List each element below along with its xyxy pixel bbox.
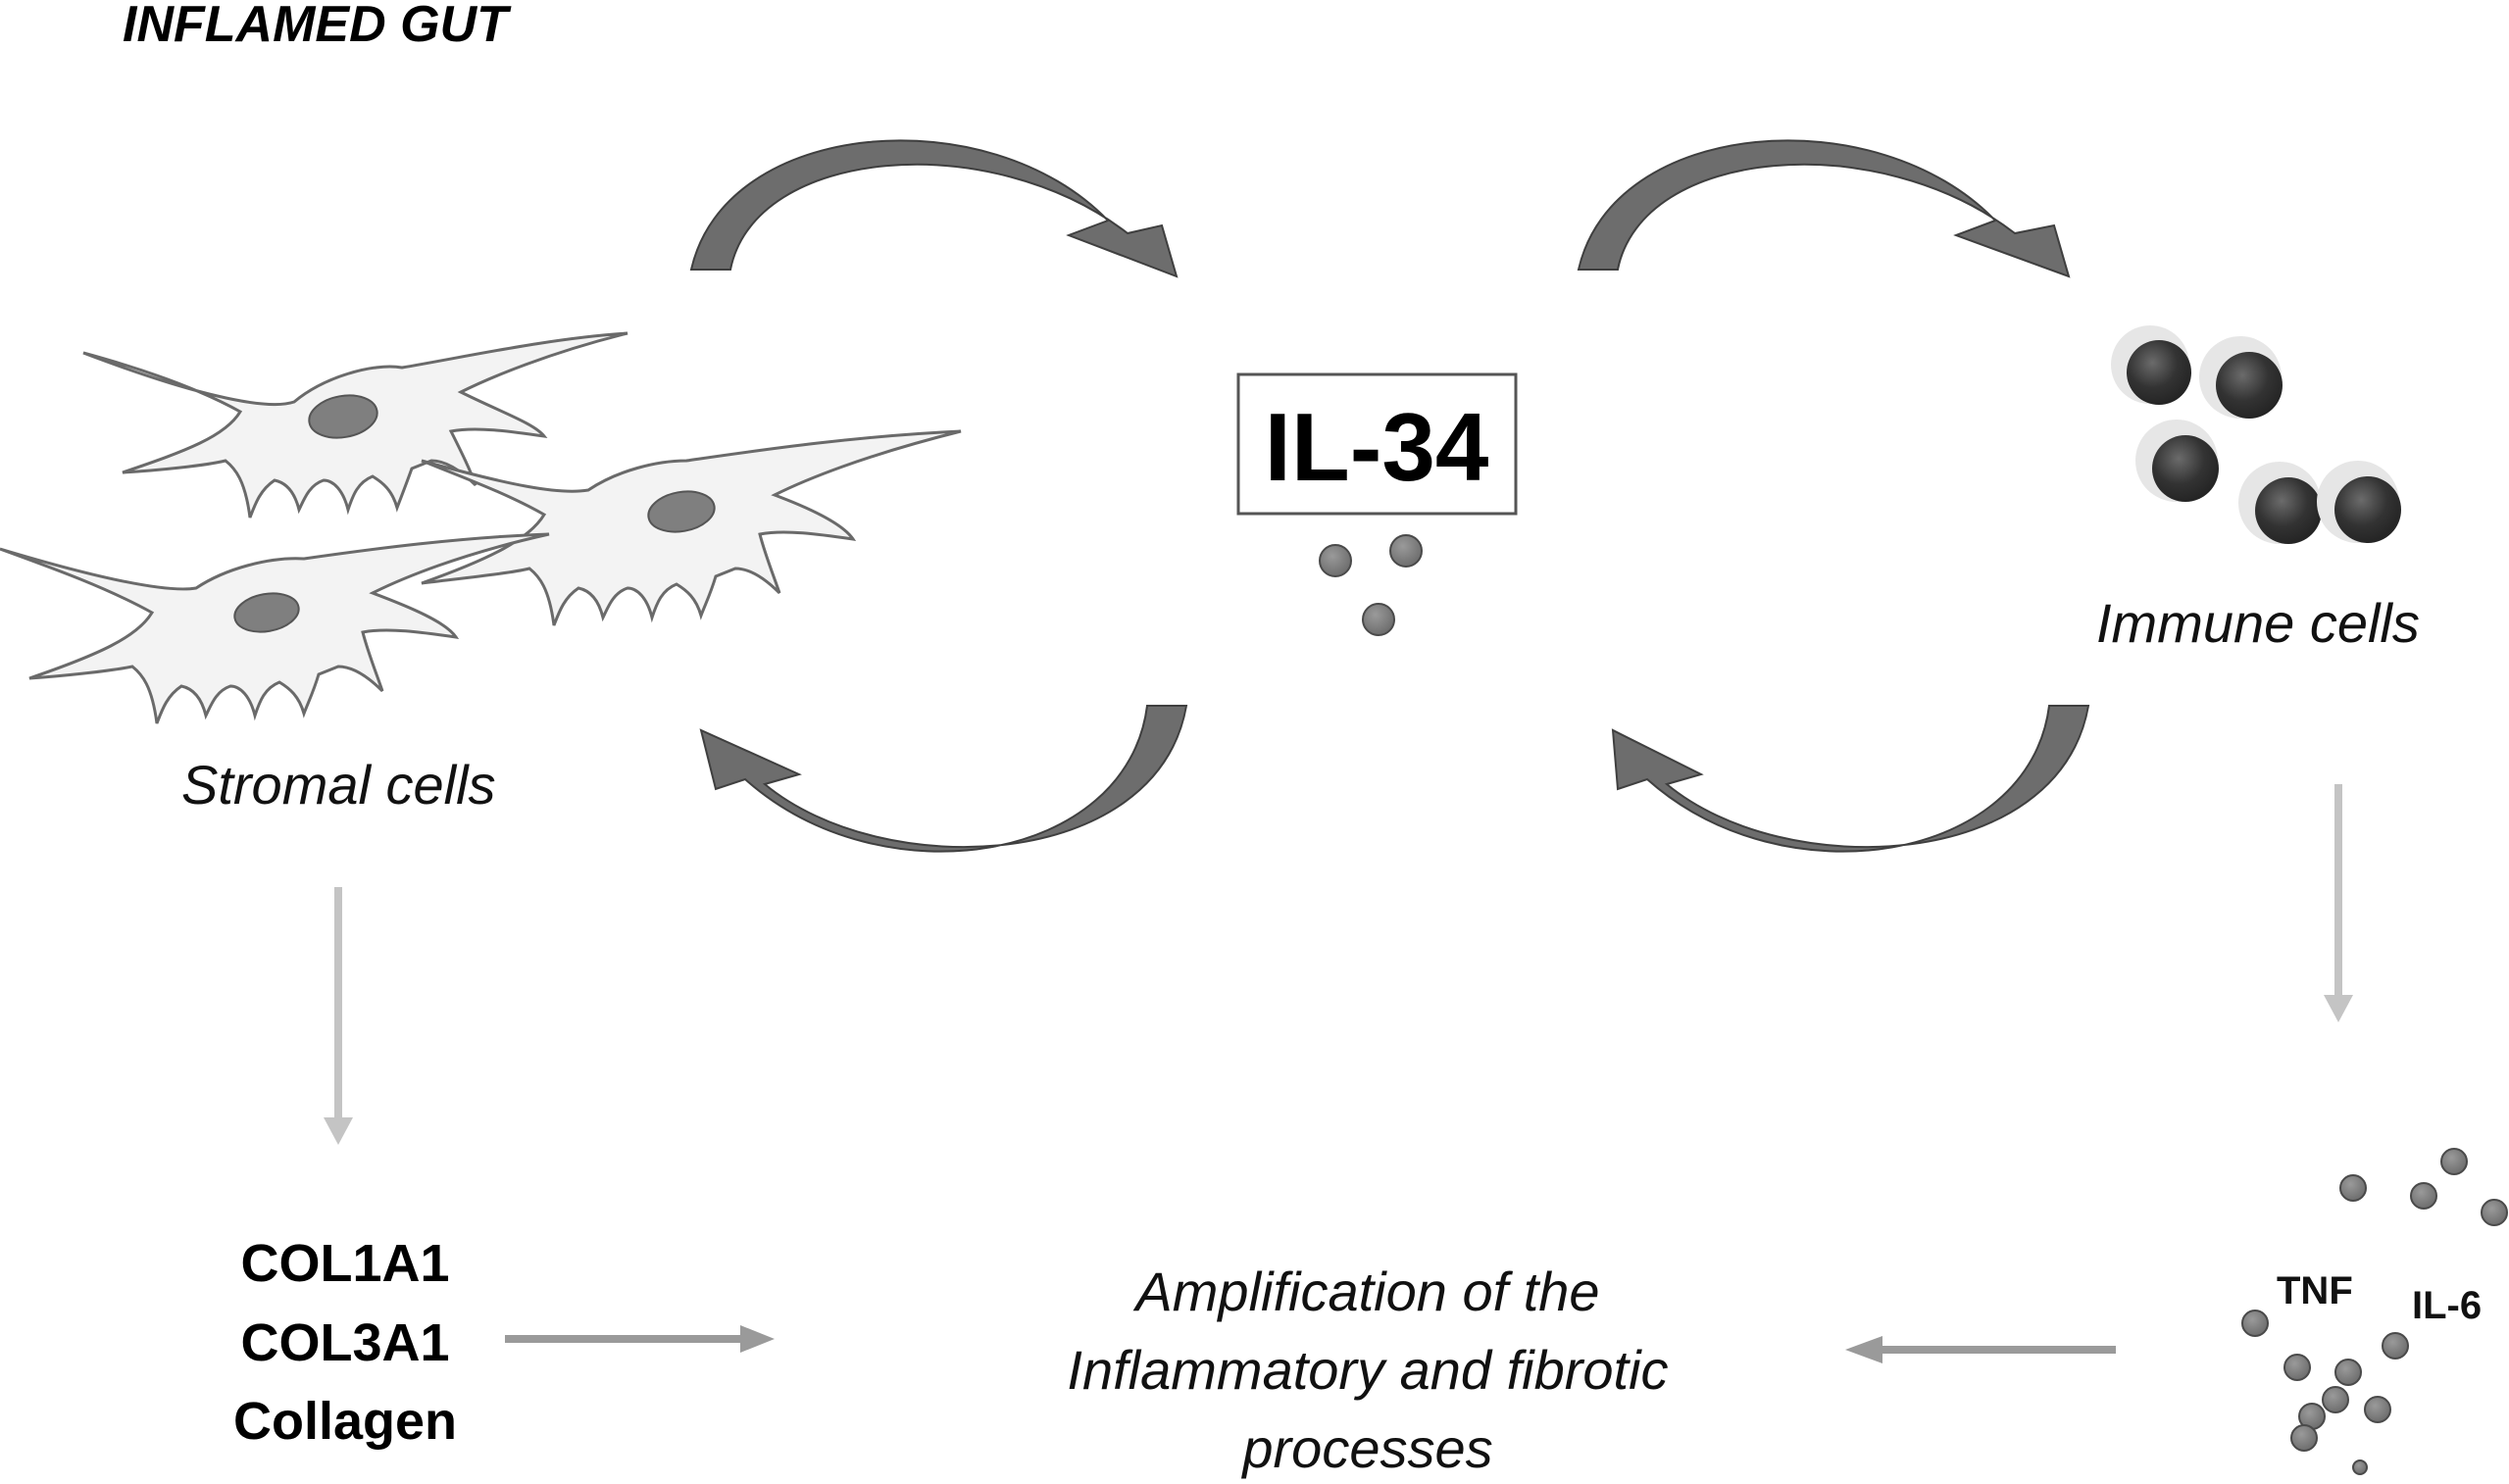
cytokine-molecules — [2241, 1148, 2508, 1475]
cytokine-tnf-label: TNF — [2277, 1269, 2353, 1312]
gene-collagen: Collagen — [233, 1392, 457, 1451]
cytokine-molecule — [2283, 1354, 2311, 1381]
il34-molecules — [1319, 534, 1423, 636]
immune-cell — [2135, 420, 2219, 502]
immune-cell — [2111, 325, 2191, 405]
gene-col3a1: COL3A1 — [240, 1313, 449, 1372]
immune-cells — [2111, 325, 2401, 544]
stromal-cells-label: Stromal cells — [181, 754, 496, 816]
immune-cell — [2238, 462, 2322, 544]
cytokine-molecule — [2290, 1424, 2318, 1452]
cytokine-molecule — [2440, 1148, 2468, 1175]
amplification-line-1: Amplification of the — [1132, 1261, 1599, 1322]
stromal-nucleus-1 — [308, 394, 378, 439]
cytokine-molecule — [2352, 1459, 2368, 1475]
cytokine-molecule — [2382, 1332, 2409, 1360]
immune-cells-label: Immune cells — [2096, 592, 2420, 654]
curved-arrows — [689, 139, 2090, 853]
gene-col1a1: COL1A1 — [240, 1234, 449, 1293]
il34-molecule — [1362, 603, 1395, 636]
amplification-line-3: processes — [1240, 1417, 1492, 1479]
immune-cell — [2199, 336, 2283, 419]
cytokine-molecule — [2339, 1174, 2367, 1202]
il34-box — [1236, 372, 1518, 516]
il34-label: IL-34 — [1265, 393, 1489, 501]
cytokine-molecule — [2334, 1359, 2362, 1386]
arrow-immune-down — [2324, 784, 2353, 1022]
stromal-cells — [0, 331, 962, 724]
arrow-genes-to-amplification — [505, 1325, 775, 1353]
il34-molecule — [1319, 544, 1352, 577]
cytokine-molecule — [2241, 1310, 2269, 1337]
cytokine-molecule — [2364, 1396, 2391, 1423]
stromal-nucleus-2 — [647, 490, 716, 533]
cytokine-il6-label: IL-6 — [2412, 1284, 2482, 1327]
curved-arrow-stroma-to-il34 — [689, 139, 1179, 278]
curved-arrow-il34-to-stroma — [699, 705, 1188, 853]
cytokine-molecule — [2481, 1199, 2508, 1226]
curved-arrow-immune-to-il34 — [1611, 705, 2090, 853]
straight-arrows — [324, 784, 2353, 1363]
cytokine-molecule — [2410, 1182, 2437, 1210]
diagram-title: INFLAMED GUT — [123, 0, 512, 53]
stromal-nucleus-3 — [233, 592, 300, 633]
arrow-cytokines-to-amplification — [1845, 1336, 2116, 1363]
amplification-line-2: Inflammatory and fibrotic — [1067, 1339, 1668, 1401]
il34-molecule — [1389, 534, 1423, 568]
cytokine-molecule — [2322, 1386, 2349, 1413]
arrow-stroma-down — [324, 887, 353, 1145]
immune-cell — [2317, 461, 2401, 543]
curved-arrow-il34-to-immune — [1577, 139, 2071, 278]
